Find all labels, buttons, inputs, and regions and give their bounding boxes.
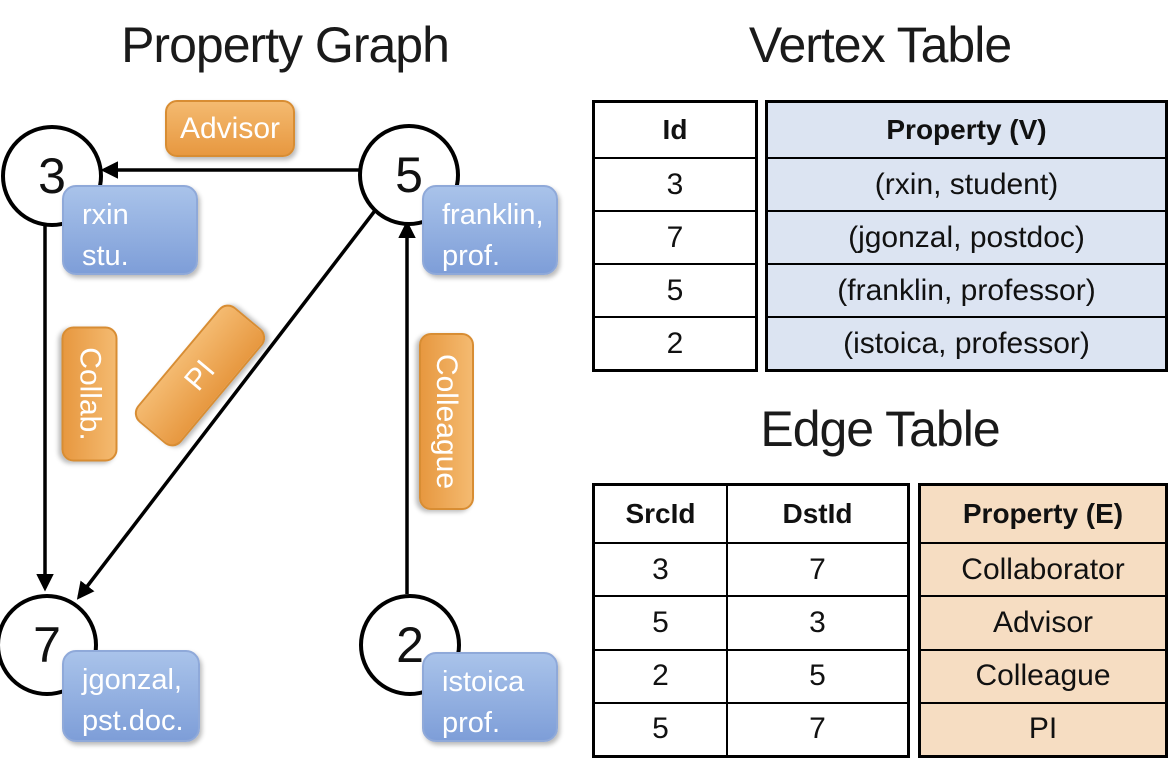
vertex-id: 5 (395, 147, 423, 203)
table-cell: 5 (595, 595, 726, 648)
vertex-id: 2 (396, 617, 424, 673)
column-header: Property (E) (962, 498, 1124, 529)
column-header: DstId (726, 486, 907, 542)
vertex-circle-5: 5 (358, 124, 460, 226)
table-cell: (istoica, professor) (768, 316, 1165, 369)
vertex-label-line: prof. (442, 239, 501, 272)
table-cell: 5 (726, 648, 907, 702)
vertex-label-istoica: istoica prof. (422, 652, 558, 742)
edge-label-collab: Collab. (61, 326, 118, 462)
graph-edges-canvas (36, 161, 416, 600)
property-graph-title: Property Graph (121, 17, 450, 73)
vertex-label-line: franklin, (442, 199, 544, 231)
column-header: Id (662, 114, 688, 145)
column-header: Property (V) (886, 114, 1047, 145)
table-cell: PI (921, 701, 1165, 755)
vertex-label-franklin: franklin, prof. (422, 185, 558, 275)
vertex-id: 3 (38, 148, 66, 204)
edge-table: SrcId DstId 3 7 5 3 2 5 5 7 Property (E)… (592, 483, 1168, 758)
table-cell: 2 (595, 648, 726, 702)
table-cell: 3 (595, 157, 755, 210)
edge-table-property-column: Property (E) Collaborator Advisor Collea… (918, 483, 1168, 758)
column-header: SrcId (625, 498, 696, 529)
vertex-label-jgonzal: jgonzal, pst.doc. (62, 650, 200, 742)
table-cell: (jgonzal, postdoc) (768, 210, 1165, 263)
vertex-table-property-column: Property (V) (rxin, student) (jgonzal, p… (765, 100, 1168, 372)
table-cell: Colleague (921, 648, 1165, 702)
edge-table-title: Edge Table (760, 401, 1000, 457)
vertex-label-line: prof. (442, 706, 501, 739)
table-cell: (rxin, student) (768, 157, 1165, 210)
edge-label-advisor: Advisor (165, 100, 295, 157)
table-cell: 3 (595, 542, 726, 595)
table-cell: 7 (726, 542, 907, 596)
edge-label-colleague: Colleague (419, 333, 474, 510)
table-cell: 5 (595, 701, 726, 755)
table-cell: (franklin, professor) (768, 263, 1165, 316)
vertex-id: 7 (33, 617, 61, 673)
edge-table-id-columns: SrcId DstId 3 7 5 3 2 5 5 7 (592, 483, 910, 758)
table-cell: 3 (726, 595, 907, 649)
edge-pi-arrow (76, 206, 379, 600)
vertex-table-title: Vertex Table (748, 17, 1012, 73)
table-cell: 2 (595, 316, 755, 369)
table-cell: 7 (595, 210, 755, 263)
table-cell: Advisor (921, 595, 1165, 648)
table-cell: 5 (595, 263, 755, 316)
vertex-table-id-column: Id 3 7 5 2 (592, 100, 758, 372)
vertex-label-line: pst.doc. (82, 704, 184, 737)
table-cell: 7 (726, 701, 907, 755)
vertex-label-line: jgonzal, (82, 664, 182, 696)
table-cell: Collaborator (921, 542, 1165, 595)
vertex-label-line: rxin (82, 199, 129, 231)
vertex-label-line: stu. (82, 239, 129, 272)
vertex-label-line: istoica (442, 666, 525, 698)
vertex-table: Id 3 7 5 2 Property (V) (rxin, student) … (592, 100, 1168, 372)
vertex-label-rxin: rxin stu. (62, 185, 198, 275)
